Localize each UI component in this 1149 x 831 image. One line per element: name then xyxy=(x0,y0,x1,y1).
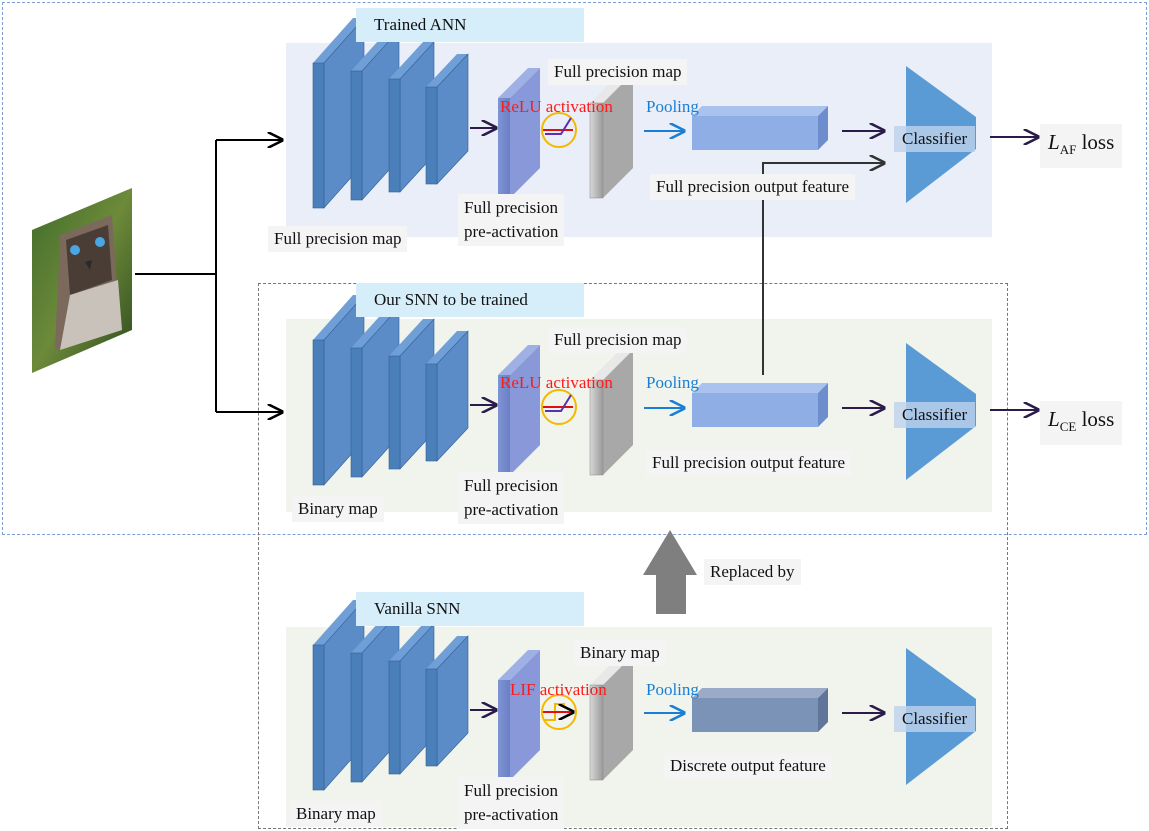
vanilla-conv-block-4-top xyxy=(426,636,468,669)
ann-output-feature xyxy=(692,116,818,150)
snn-conv-block-4 xyxy=(425,363,438,462)
ann-classifier-label: Classifier xyxy=(894,126,976,152)
ann-activation-icon xyxy=(541,112,577,148)
ann-preact-top xyxy=(498,68,540,98)
vanilla-output-feature xyxy=(692,698,818,732)
snn-feature-top xyxy=(692,383,828,393)
vanilla-activated-map xyxy=(589,684,604,781)
snn-preact-side xyxy=(510,345,540,475)
ann-activated-map xyxy=(589,102,604,199)
snn-comparison-region xyxy=(258,283,1008,829)
ann-map-label: Full precision map xyxy=(268,226,408,252)
vanilla-conv-block-2 xyxy=(350,652,363,783)
snn-loss-label: LCE loss xyxy=(1040,401,1123,446)
snn-activation-label: ReLU activation xyxy=(500,373,613,392)
ann-preact-slab xyxy=(498,98,510,198)
snn-conv-block-1 xyxy=(312,339,325,486)
ann-conv-blocks xyxy=(312,17,976,209)
vanilla-map-label: Binary map xyxy=(290,801,382,827)
vanilla-pooling-label: Pooling xyxy=(646,680,699,699)
input-cat-image xyxy=(32,188,132,373)
vanilla-tag: Vanilla SNN xyxy=(356,592,584,626)
ann-preact-side xyxy=(510,68,540,198)
vanilla-conv-block-4 xyxy=(425,668,438,767)
snn-conv-block-3 xyxy=(388,355,401,470)
ann-conv-block-3-top xyxy=(389,42,434,79)
vanilla-activation-icon xyxy=(541,694,577,730)
vanilla-preact-slab xyxy=(498,680,510,780)
vanilla-conv-block-1-top xyxy=(313,600,364,645)
ann-conv-block-1 xyxy=(312,62,325,209)
snn-classifier-label: Classifier xyxy=(894,402,976,428)
vanilla-feature-side xyxy=(818,688,828,732)
ann-tag: Trained ANN xyxy=(356,8,584,42)
ann-pooling-label: Pooling xyxy=(646,97,699,116)
ann-activation-label: ReLU activation xyxy=(500,97,613,116)
vanilla-activation-label: LIF activation xyxy=(510,680,607,699)
snn-conv-block-1-top xyxy=(313,295,364,340)
ann-conv-block-4 xyxy=(425,86,438,185)
replaced-by-label: Replaced by xyxy=(704,559,801,585)
vanilla-conv-block-3-top xyxy=(389,624,434,661)
replaced-by-arrow xyxy=(643,530,697,614)
snn-map-label: Binary map xyxy=(292,496,384,522)
snn-activated-map xyxy=(589,379,604,476)
vanilla-map-side xyxy=(603,655,633,780)
snn-conv-block-2-top xyxy=(351,307,399,348)
vanilla-conv-block-1 xyxy=(312,644,325,791)
snn-feature-label: Full precision output feature xyxy=(646,450,852,476)
vanilla-preact-top xyxy=(498,650,540,680)
snn-preact-slab xyxy=(498,375,510,475)
vanilla-preact-side xyxy=(510,650,540,780)
snn-pooling-label: Pooling xyxy=(646,373,699,392)
ann-snn-region xyxy=(2,2,1147,535)
vanilla-conv-blocks xyxy=(312,599,976,791)
snn-tag: Our SNN to be trained xyxy=(356,283,584,317)
snn-conv-block-2 xyxy=(350,347,363,478)
ann-conv-block-4-top xyxy=(426,54,468,87)
ann-conv-block-2 xyxy=(350,70,363,201)
snn-output-feature xyxy=(692,393,818,427)
ann-conv-block-3 xyxy=(388,78,401,193)
ann-after-map-label: Full precision map xyxy=(548,59,688,85)
snn-feature-side xyxy=(818,383,828,427)
snn-map-side xyxy=(603,350,633,475)
snn-activation-icon xyxy=(541,389,577,425)
ann-feature-top xyxy=(692,106,828,116)
snn-preact-top xyxy=(498,345,540,375)
vanilla-conv-block-3 xyxy=(388,660,401,775)
vanilla-classifier-label: Classifier xyxy=(894,706,976,732)
ann-conv-block-1-top xyxy=(313,18,364,63)
snn-after-map-label: Full precision map xyxy=(548,327,688,353)
ann-loss-label: LAF loss xyxy=(1040,124,1123,169)
snn-map-top xyxy=(590,350,633,380)
ann-map-side xyxy=(603,73,633,198)
snn-conv-block-3-top xyxy=(389,319,434,356)
vanilla-feature-top xyxy=(692,688,828,698)
vanilla-feature-label: Discrete output feature xyxy=(664,753,832,779)
vanilla-after-map-label: Binary map xyxy=(574,640,666,666)
ann-feature-label: Full precision output feature xyxy=(650,174,856,200)
snn-conv-block-4-top xyxy=(426,331,468,364)
ann-feature-side xyxy=(818,106,828,150)
snn-conv-blocks xyxy=(312,294,976,486)
